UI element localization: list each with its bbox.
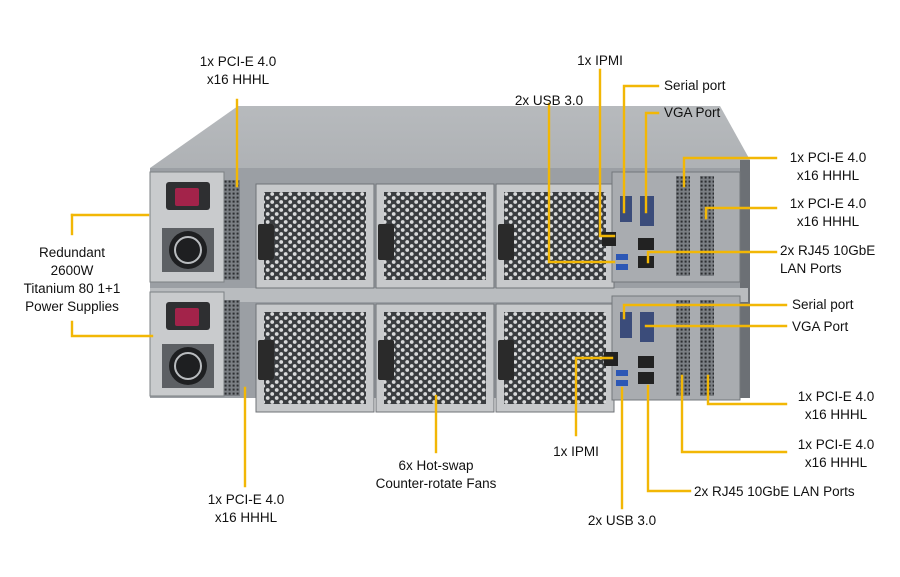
fan-latch-icon bbox=[498, 224, 514, 260]
label-bottom-left-pcie: 1x PCI-E 4.0 x16 HHHL bbox=[186, 491, 306, 527]
label-bottom-rj45: 2x RJ45 10GbE LAN Ports bbox=[694, 483, 855, 501]
label-line: LAN Ports bbox=[780, 261, 842, 276]
label-mid-vga: VGA Port bbox=[792, 318, 848, 336]
rj45-port-icon bbox=[638, 356, 654, 368]
label-mid-serial: Serial port bbox=[792, 296, 854, 314]
label-line: Serial port bbox=[792, 297, 854, 312]
label-line: 1x PCI-E 4.0 bbox=[789, 150, 867, 165]
label-line: 2x USB 3.0 bbox=[587, 513, 657, 528]
label-right-pcie-4: 1x PCI-E 4.0 x16 HHHL bbox=[784, 436, 888, 472]
usb-port-icon bbox=[616, 264, 628, 270]
callout-line bbox=[547, 102, 616, 264]
usb-port-icon bbox=[616, 380, 628, 386]
fan-latch-icon bbox=[258, 224, 274, 260]
rj45-port-icon bbox=[638, 372, 654, 384]
fan-latch-icon bbox=[378, 340, 394, 380]
callout-line bbox=[622, 303, 788, 320]
callout-line bbox=[644, 111, 660, 214]
fan-latch-icon bbox=[498, 340, 514, 380]
label-top-ipmi: 1x IPMI bbox=[560, 52, 640, 70]
label-top-left-pcie: 1x PCI-E 4.0 x16 HHHL bbox=[178, 53, 298, 89]
psu-handle-icon bbox=[175, 308, 199, 326]
label-line: 1x PCI-E 4.0 bbox=[789, 196, 867, 211]
label-line: x16 HHHL bbox=[796, 168, 860, 183]
usb-port-icon bbox=[616, 370, 628, 376]
io-panel-bottom bbox=[604, 295, 741, 401]
label-line: 2x RJ45 10GbE bbox=[780, 243, 876, 258]
callout-line bbox=[598, 68, 616, 238]
power-supply-top bbox=[149, 171, 240, 283]
ipmi-port-icon bbox=[602, 232, 616, 246]
fan-module bbox=[255, 183, 375, 289]
callout-line bbox=[70, 320, 154, 338]
callout-line bbox=[622, 84, 660, 214]
pcie-slot bbox=[700, 176, 714, 276]
label-bottom-usb: 2x USB 3.0 bbox=[570, 512, 674, 530]
label-line: 1x PCI-E 4.0 bbox=[797, 389, 875, 404]
callout-line bbox=[706, 374, 788, 406]
label-line: x16 HHHL bbox=[804, 407, 868, 422]
label-fans: 6x Hot-swap Counter-rotate Fans bbox=[356, 457, 516, 493]
label-bottom-ipmi: 1x IPMI bbox=[536, 443, 616, 461]
label-line: 1x IPMI bbox=[553, 444, 599, 459]
label-line: Serial port bbox=[664, 78, 726, 93]
label-line: Titanium 80 1+1 bbox=[23, 281, 121, 296]
callout-line bbox=[646, 250, 778, 264]
psu-fan-icon bbox=[174, 236, 202, 264]
callout-line bbox=[704, 206, 778, 220]
callout-lines bbox=[70, 68, 788, 510]
fan-array bbox=[255, 183, 615, 413]
label-line: Redundant bbox=[38, 245, 106, 260]
io-panel-top bbox=[602, 171, 741, 283]
label-line: 1x PCI-E 4.0 bbox=[207, 492, 285, 507]
label-right-rj45: 2x RJ45 10GbE LAN Ports bbox=[780, 242, 875, 278]
label-line: 6x Hot-swap bbox=[398, 458, 474, 473]
label-line: 2600W bbox=[50, 263, 94, 278]
fan-module bbox=[495, 183, 615, 289]
callout-line bbox=[680, 374, 788, 454]
label-line: Power Supplies bbox=[25, 299, 119, 314]
pcie-slot bbox=[676, 176, 690, 276]
psu-handle-icon bbox=[175, 188, 199, 206]
psu-fan-icon bbox=[174, 352, 202, 380]
fan-latch-icon bbox=[258, 340, 274, 380]
label-right-pcie-3: 1x PCI-E 4.0 x16 HHHL bbox=[784, 388, 888, 424]
label-line: x16 HHHL bbox=[214, 510, 278, 525]
callout-line bbox=[682, 156, 778, 188]
pcie-slot bbox=[676, 300, 690, 396]
label-top-usb: 2x USB 3.0 bbox=[504, 92, 594, 110]
fan-module bbox=[375, 303, 495, 413]
label-line: VGA Port bbox=[664, 105, 721, 120]
label-line: 1x IPMI bbox=[577, 53, 623, 68]
rj45-port-icon bbox=[638, 238, 654, 250]
serial-port-icon bbox=[620, 196, 632, 222]
rj45-port-icon bbox=[638, 256, 654, 268]
label-top-vga: VGA Port bbox=[664, 104, 720, 122]
label-line: x16 HHHL bbox=[796, 214, 860, 229]
fan-latch-icon bbox=[378, 224, 394, 260]
label-right-pcie-2: 1x PCI-E 4.0 x16 HHHL bbox=[776, 195, 880, 231]
label-line: Counter-rotate Fans bbox=[375, 476, 497, 491]
label-line: 2x USB 3.0 bbox=[514, 93, 584, 108]
label-line: 1x PCI-E 4.0 bbox=[797, 437, 875, 452]
callout-line bbox=[574, 356, 614, 437]
power-supply-bottom bbox=[149, 291, 240, 397]
fan-module bbox=[375, 183, 495, 289]
label-line: VGA Port bbox=[792, 319, 849, 334]
label-line: x16 HHHL bbox=[206, 72, 270, 87]
pcie-slot bbox=[700, 300, 714, 396]
label-power-supplies: Redundant 2600W Titanium 80 1+1 Power Su… bbox=[8, 244, 136, 316]
label-line: 2x RJ45 10GbE LAN Ports bbox=[694, 484, 855, 499]
label-line: 1x PCI-E 4.0 bbox=[199, 54, 277, 69]
fan-module bbox=[255, 303, 375, 413]
serial-port-icon bbox=[620, 312, 632, 338]
label-top-serial: Serial port bbox=[664, 77, 726, 95]
usb-port-icon bbox=[616, 254, 628, 260]
label-line: x16 HHHL bbox=[804, 455, 868, 470]
label-right-pcie-1: 1x PCI-E 4.0 x16 HHHL bbox=[776, 149, 880, 185]
fan-module bbox=[495, 303, 615, 413]
callout-line bbox=[646, 384, 692, 493]
